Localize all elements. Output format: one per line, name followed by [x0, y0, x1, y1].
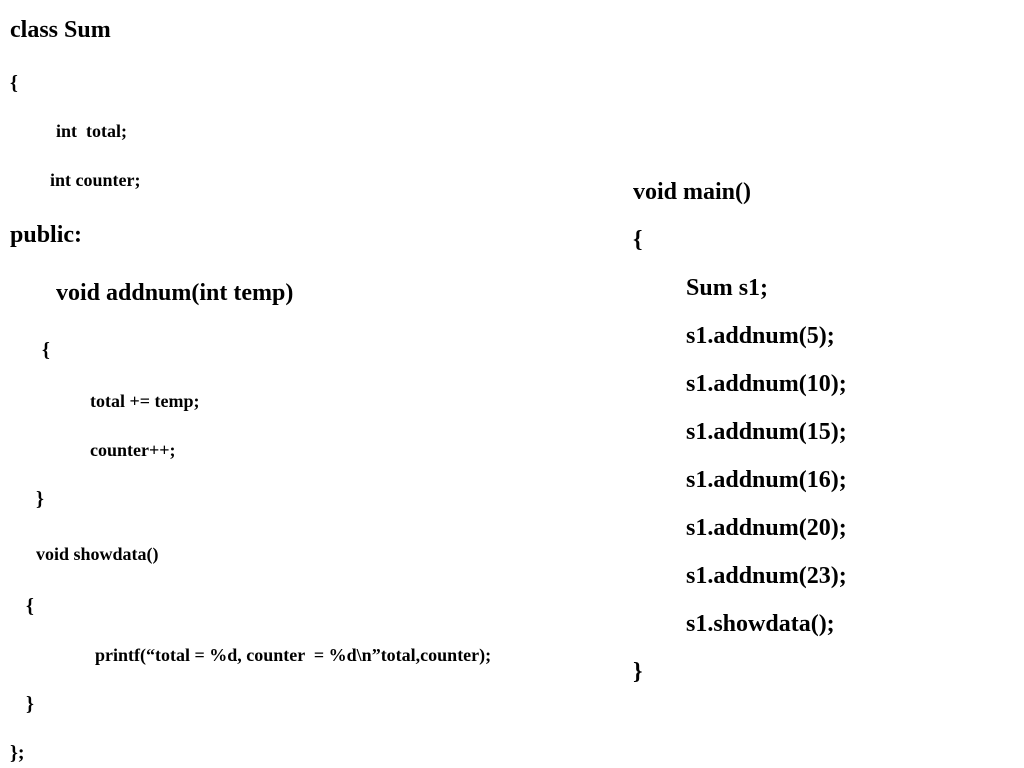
code-line-main-open-brace: {: [633, 227, 643, 253]
code-line-addnum-call-10: s1.addnum(10);: [686, 371, 847, 397]
code-line-total-decl: int total;: [56, 121, 127, 141]
code-line-total-add: total += temp;: [90, 391, 200, 411]
code-line-addnum-call-23: s1.addnum(23);: [686, 563, 847, 589]
code-line-addnum-call-15: s1.addnum(15);: [686, 419, 847, 445]
code-line-main-signature: void main(): [633, 179, 752, 205]
code-line-public: public:: [10, 222, 83, 248]
code-line-counter-decl: int counter;: [50, 170, 141, 190]
code-line-open-brace: {: [10, 72, 18, 94]
code-line-addnum-close-brace: }: [36, 488, 44, 510]
code-line-addnum-signature: void addnum(int temp): [56, 280, 294, 306]
code-line-printf: printf(“total = %d, counter = %d\n”total…: [95, 645, 492, 665]
code-line-addnum-open-brace: {: [42, 339, 50, 361]
code-line-object-decl: Sum s1;: [686, 275, 769, 301]
code-line-addnum-call-20: s1.addnum(20);: [686, 515, 847, 541]
code-line-showdata-call: s1.showdata();: [686, 611, 835, 637]
code-line-class-header: class Sum: [10, 17, 111, 43]
code-line-showdata-open-brace: {: [26, 595, 34, 617]
code-line-main-close-brace: }: [633, 659, 643, 685]
code-line-addnum-call-5: s1.addnum(5);: [686, 323, 835, 349]
code-line-counter-increment: counter++;: [90, 440, 176, 460]
code-line-showdata-close-brace: }: [26, 693, 34, 715]
code-line-showdata-signature: void showdata(): [36, 544, 159, 564]
code-line-addnum-call-16: s1.addnum(16);: [686, 467, 847, 493]
code-line-class-close: };: [10, 742, 25, 764]
